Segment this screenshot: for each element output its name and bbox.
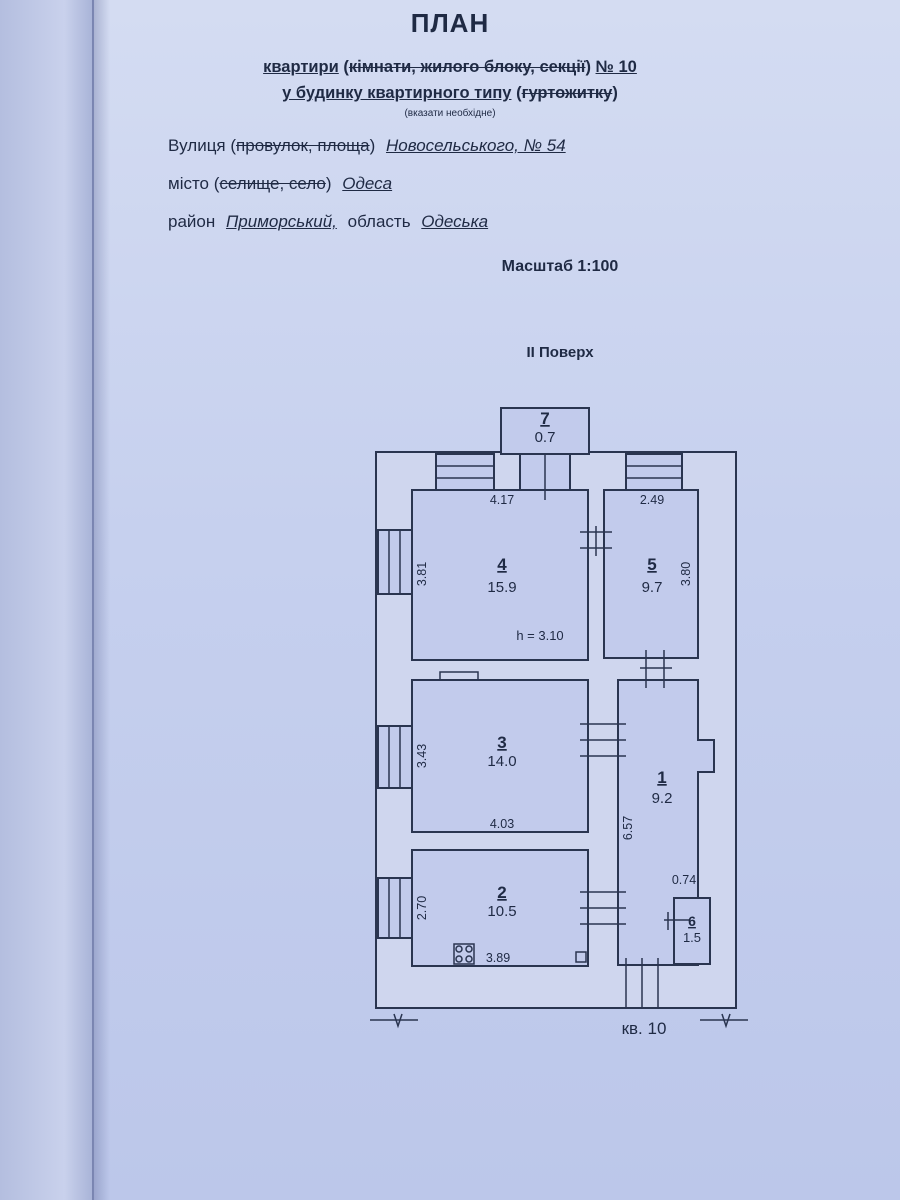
balcony-door — [519, 453, 571, 500]
district-value: Приморський, — [225, 212, 337, 231]
door-room3-room1 — [580, 723, 626, 757]
room-2 — [411, 849, 589, 967]
address-city: місто (селище, село) Одеса — [168, 174, 393, 193]
district-label: район — [168, 212, 216, 231]
dim-room3-width: 4.03 — [490, 817, 514, 831]
wall-break-right — [700, 1013, 748, 1029]
room-7-area: 0.7 — [535, 429, 556, 446]
header-line2-struck: гуртожитку — [521, 84, 613, 102]
door-room4-room5 — [580, 526, 612, 556]
dim-room4-width: 4.17 — [490, 493, 514, 507]
dim-room2-depth: 2.70 — [415, 896, 429, 920]
dim-room1-length: 6.57 — [621, 816, 635, 840]
street-label: Вулиця — [168, 136, 226, 155]
dim-room2-width: 3.89 — [486, 951, 510, 965]
room-6-number: 6 — [688, 913, 696, 929]
room-1-area: 9.2 — [652, 790, 673, 807]
room-7-number: 7 — [540, 409, 549, 428]
wall-break-left — [370, 1013, 418, 1029]
room-3-niche — [412, 671, 479, 681]
header-note: (вказати необхідне) — [404, 108, 496, 119]
entrance-door — [625, 958, 659, 1008]
document-title: ПЛАН — [410, 8, 490, 38]
header-line1-prefix: квартири — [263, 58, 339, 76]
floor-label: II Поверх — [526, 344, 594, 361]
room-3-number: 3 — [497, 733, 506, 752]
apartment-number: № 10 — [595, 58, 637, 76]
region-label: область — [347, 212, 411, 231]
city-struck: селище, село — [219, 174, 326, 193]
address-street: Вулиця (провулок, площа) Новосельського,… — [168, 136, 566, 155]
door-room5-room1 — [640, 650, 672, 688]
room-1-number: 1 — [657, 768, 666, 787]
street-value: Новосельського, № 54 — [385, 136, 566, 155]
room-6 — [673, 897, 711, 965]
ceiling-height: h = 3.10 — [516, 628, 563, 643]
stove-icon — [453, 943, 475, 965]
top-window-right — [625, 453, 683, 491]
door-room1-room6 — [664, 912, 690, 930]
room-2-area: 10.5 — [487, 903, 516, 920]
apartment-label: кв. 10 — [622, 1019, 667, 1038]
room-1 — [617, 679, 715, 966]
top-window-left — [435, 453, 495, 491]
sink-icon — [575, 951, 587, 963]
room-4-area: 15.9 — [487, 579, 516, 596]
room-6-area: 1.5 — [683, 930, 701, 945]
city-label: місто — [168, 174, 210, 193]
left-window-room3 — [377, 725, 413, 789]
dim-room1-width: 0.74 — [672, 873, 696, 887]
street-struck: провулок, площа — [236, 136, 370, 155]
header-line1-struck: кімнати, жилого блоку, секції — [348, 58, 586, 76]
room-5-area: 9.7 — [642, 579, 663, 596]
dim-room4-depth: 3.81 — [415, 562, 429, 586]
room-5-number: 5 — [647, 555, 656, 574]
address-district: район Приморський, область Одеська — [168, 212, 488, 232]
room-3-area: 14.0 — [487, 753, 516, 770]
door-room2-room1 — [580, 891, 626, 925]
dim-room5-depth: 3.80 — [679, 562, 693, 586]
room-4-number: 4 — [497, 555, 507, 574]
room-7 — [500, 407, 590, 455]
city-value: Одеса — [342, 174, 393, 193]
left-page-edge — [0, 0, 94, 1200]
region-value: Одеська — [421, 212, 489, 231]
header-line-1: квартири (кімнати, жилого блоку, секції)… — [263, 58, 637, 76]
room-4 — [411, 489, 589, 661]
room-2-number: 2 — [497, 883, 506, 902]
page-fold-shadow — [92, 0, 110, 1200]
left-window-room4 — [377, 529, 413, 595]
dim-room5-width: 2.49 — [640, 493, 664, 507]
scale-label: Масштаб 1:100 — [501, 258, 619, 275]
dim-room3-depth: 3.43 — [415, 744, 429, 768]
header-line2-prefix: у будинку квартирного типу — [282, 84, 512, 102]
header-line-2: у будинку квартирного типу (гуртожитку) — [282, 84, 618, 102]
left-window-room2 — [377, 877, 413, 939]
